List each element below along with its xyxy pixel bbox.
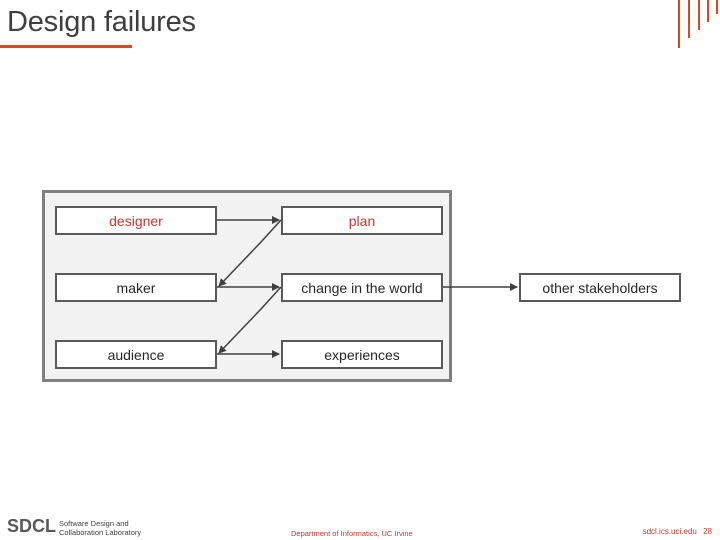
decorative-line bbox=[678, 0, 680, 48]
node-audience-label: audience bbox=[107, 346, 165, 363]
node-experiences-label: experiences bbox=[324, 346, 400, 363]
lab-name-line1: Software Design and bbox=[59, 519, 129, 528]
title-underline bbox=[0, 45, 132, 48]
footer-url: sdcl.ics.uci.edu bbox=[642, 527, 697, 536]
sdcl-logo-text: SDCL bbox=[7, 516, 56, 536]
node-maker: maker bbox=[55, 273, 217, 302]
slide-title: Design failures bbox=[7, 6, 196, 38]
node-other-stakeholders: other stakeholders bbox=[519, 273, 681, 302]
page-number: 28 bbox=[703, 527, 712, 536]
lab-name: Software Design and Collaboration Labora… bbox=[59, 519, 141, 537]
node-change-label: change in the world bbox=[301, 279, 423, 296]
sdcl-logo: SDCL bbox=[7, 516, 56, 537]
node-change-in-the-world: change in the world bbox=[281, 273, 443, 302]
decorative-line bbox=[716, 0, 718, 14]
node-other-stakeholders-label: other stakeholders bbox=[542, 279, 658, 296]
footer-url-and-page: sdcl.ics.uci.edu 28 bbox=[643, 527, 712, 536]
decorative-line bbox=[688, 0, 690, 38]
department-label: Department of Informatics, UC Irvine bbox=[291, 529, 413, 538]
node-designer: designer bbox=[55, 206, 217, 235]
node-audience: audience bbox=[55, 340, 217, 369]
node-plan-label: plan bbox=[348, 212, 376, 229]
decorative-line bbox=[698, 0, 700, 30]
node-experiences: experiences bbox=[281, 340, 443, 369]
node-plan: plan bbox=[281, 206, 443, 235]
decorative-line bbox=[707, 0, 709, 22]
node-designer-label: designer bbox=[109, 212, 163, 229]
node-maker-label: maker bbox=[116, 279, 156, 296]
lab-name-line2: Collaboration Laboratory bbox=[59, 528, 142, 537]
